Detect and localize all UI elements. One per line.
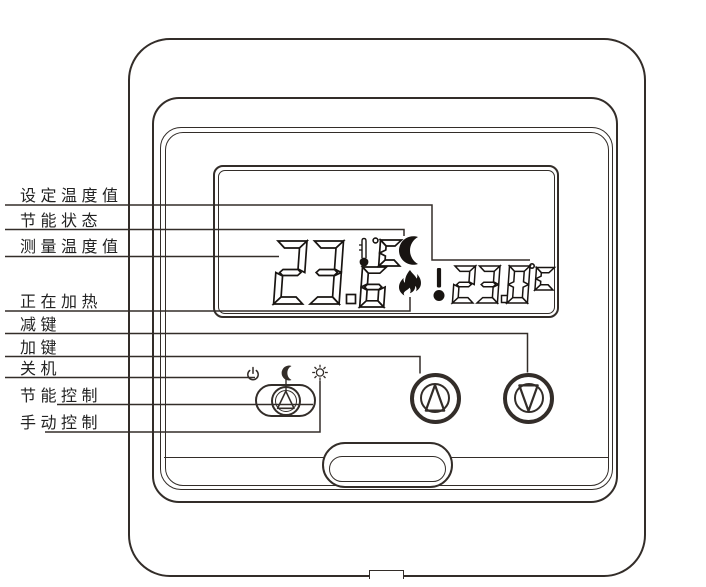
case-release-notch xyxy=(369,570,404,579)
callout-set-temperature-value: 设定温度值 xyxy=(20,186,123,205)
callout-measured-temperature: 测量温度值 xyxy=(20,237,123,256)
plus-key-button-ring xyxy=(420,383,450,413)
minus-key-button[interactable] xyxy=(503,372,554,424)
plus-key-button[interactable] xyxy=(409,372,461,424)
callout-heating: 正在加热 xyxy=(20,292,103,311)
callout-eco-control: 节能控制 xyxy=(20,386,103,405)
bottom-cover-latch-inner xyxy=(329,456,446,482)
lcd-screen xyxy=(217,169,555,314)
minus-key-button-ring xyxy=(513,383,544,413)
bottom-cover-latch xyxy=(322,442,453,488)
mode-slider-knob-ring xyxy=(274,389,297,412)
callout-power-off: 关机 xyxy=(20,358,62,378)
callout-minus-key: 减键 xyxy=(20,314,62,334)
callout-manual-control: 手动控制 xyxy=(20,413,103,432)
callout-eco-status: 节能状态 xyxy=(20,210,103,230)
callout-plus-key: 加键 xyxy=(20,337,62,357)
